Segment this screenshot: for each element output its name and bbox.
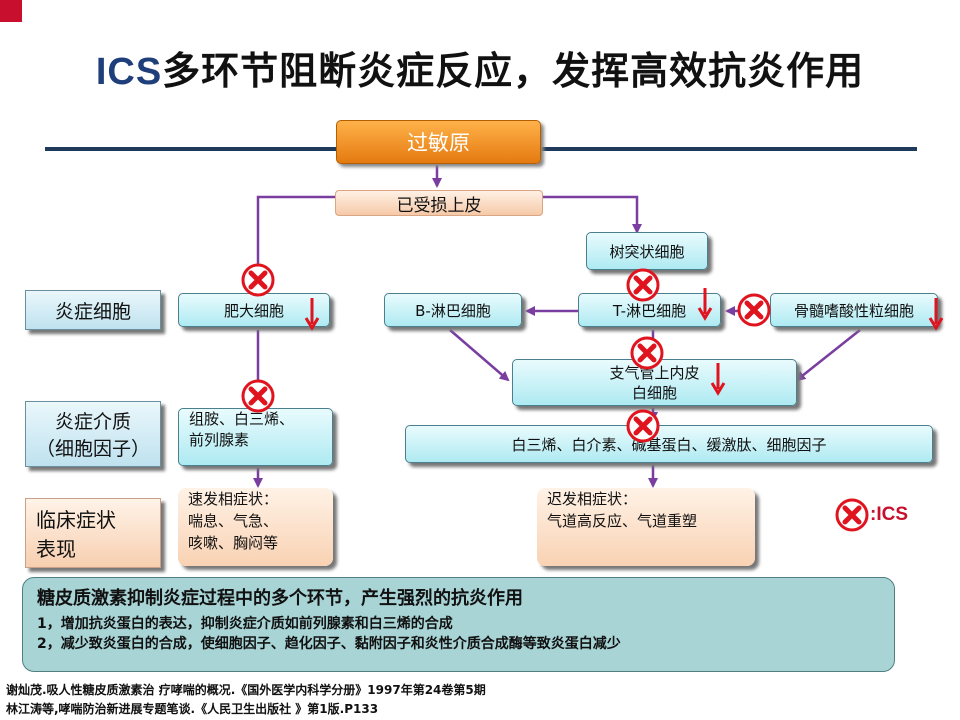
reference-1: 谢灿茂.吸人性糖皮质激素治 疗哮喘的概况.《国外医学内科学分册》1997年第24… <box>6 683 486 697</box>
node-allergen: 过敏原 <box>336 120 541 164</box>
ics-block-icon <box>243 381 273 411</box>
summary-point-2: 2，减少致炎蛋白的合成，使细胞因子、趋化因子、黏附因子和炎性介质合成酶等致炎蛋白… <box>37 636 621 652</box>
late-symptoms-line1: 迟发相症状： <box>547 490 638 508</box>
node-late-symptoms: 迟发相症状： 气道高反应、气道重塑 <box>537 488 755 566</box>
node-endothelial-leukocyte: 支气管上内皮 白细胞 <box>512 359 797 406</box>
row-label-clinical-line2: 表现 <box>36 537 76 561</box>
title-text: 多环节阻断炎症反应，发挥高效抗炎作用 <box>162 49 865 93</box>
endothelial-line2: 白细胞 <box>631 383 677 402</box>
references: 谢灿茂.吸人性糖皮质激素治 疗哮喘的概况.《国外医学内科学分册》1997年第24… <box>6 681 486 719</box>
row-label-inflammatory-cells: 炎症细胞 <box>25 290 161 330</box>
ics-block-icon <box>739 295 769 325</box>
legend-ics-label: :ICS <box>870 504 908 525</box>
early-symptoms-line2: 喘息、气急、 <box>188 512 279 530</box>
late-symptoms-line2: 气道高反应、气道重塑 <box>547 512 698 530</box>
page-title: ICS多环节阻断炎症反应，发挥高效抗炎作用 <box>0 40 960 95</box>
ics-block-icon <box>243 265 273 295</box>
row-label-clinical-line1: 临床症状 <box>36 508 116 532</box>
node-damaged-epithelium: 已受损上皮 <box>335 190 543 216</box>
summary-box: 糖皮质激素抑制炎症过程中的多个环节，产生强烈的抗炎作用 1，增加抗炎蛋白的表达，… <box>22 577 895 672</box>
early-symptoms-line3: 咳嗽、胸闷等 <box>188 534 279 552</box>
early-mediators-line1: 组胺、白三烯、 <box>189 410 295 428</box>
reference-2: 林江涛等,哮喘防治新进展专题笔谈.《人民卫生出版社 》第1版.P133 <box>6 702 379 716</box>
summary-heading: 糖皮质激素抑制炎症过程中的多个环节，产生强烈的抗炎作用 <box>37 588 523 609</box>
node-t-lymphocyte: T-淋巴细胞 <box>578 293 721 327</box>
corner-decoration <box>0 0 22 22</box>
node-eosinophil: 骨髓嗜酸性粒细胞 <box>770 293 938 327</box>
node-early-mediators: 组胺、白三烯、 前列腺素 <box>178 408 333 466</box>
row-label-clinical: 临床症状 表现 <box>25 498 161 568</box>
summary-point-1: 1，增加抗炎蛋白的表达，抑制炎症介质如前列腺素和白三烯的合成 <box>37 616 453 632</box>
row-label-mediators-line1: 炎症介质 <box>54 411 131 433</box>
node-b-lymphocyte: B-淋巴细胞 <box>384 293 522 327</box>
node-late-mediators: 白三烯、白介素、碱基蛋白、缓激肽、细胞因子 <box>405 425 933 463</box>
node-mast-cell: 肥大细胞 <box>178 293 330 327</box>
endothelial-line1: 支气管上内皮 <box>609 363 700 382</box>
row-label-mediators: 炎症介质 （细胞因子） <box>25 401 161 467</box>
early-symptoms-line1: 速发相症状： <box>188 490 279 508</box>
node-dendritic-cell: 树突状细胞 <box>586 232 708 270</box>
early-mediators-line2: 前列腺素 <box>189 431 250 449</box>
legend-ics-icon <box>837 500 867 530</box>
node-early-symptoms: 速发相症状： 喘息、气急、 咳嗽、胸闷等 <box>178 488 333 566</box>
title-prefix: ICS <box>95 51 163 93</box>
row-label-mediators-line2: （细胞因子） <box>35 438 150 460</box>
